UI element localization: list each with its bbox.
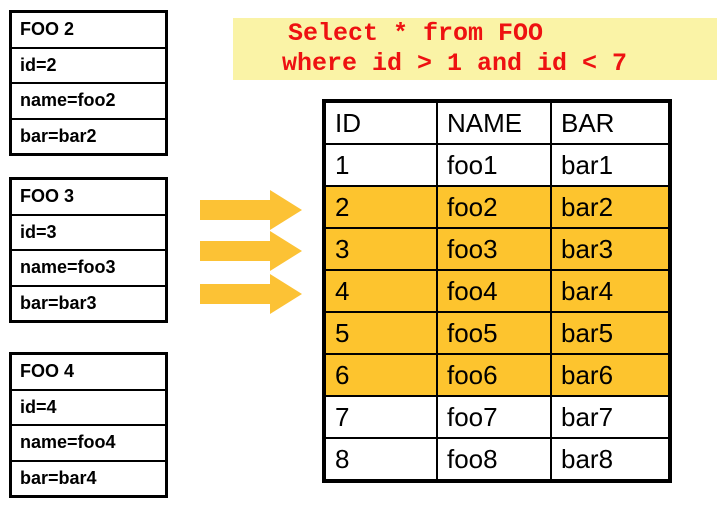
record-field-name: name=foo3 [12, 251, 165, 287]
cell-name: foo2 [436, 185, 552, 229]
cell-bar: bar5 [550, 311, 671, 355]
cell-id: 8 [323, 437, 438, 482]
cell-name: foo6 [436, 353, 552, 397]
cell-name: foo4 [436, 269, 552, 313]
cell-name: foo8 [436, 437, 552, 482]
record-box-foo3: FOO 3 id=3 name=foo3 bar=bar3 [9, 177, 168, 323]
cell-id: 3 [323, 227, 438, 271]
cell-bar: bar2 [550, 185, 671, 229]
cell-bar: bar1 [550, 143, 671, 187]
flow-arrow-3 [199, 274, 302, 314]
table-row: 3 foo3 bar3 [323, 227, 671, 271]
table-row: 1 foo1 bar1 [323, 143, 671, 187]
record-field-id: id=3 [12, 216, 165, 251]
cell-name: foo7 [436, 395, 552, 439]
record-box-foo4: FOO 4 id=4 name=foo4 bar=bar4 [9, 352, 168, 498]
cell-id: 2 [323, 185, 438, 229]
right-arrow-icon [200, 231, 302, 271]
record-field-id: id=4 [12, 391, 165, 426]
cell-id: 7 [323, 395, 438, 439]
cell-id: 6 [323, 353, 438, 397]
cell-bar: bar8 [550, 437, 671, 482]
table-row: 5 foo5 bar5 [323, 311, 671, 355]
cell-bar: bar7 [550, 395, 671, 439]
cell-name: foo1 [436, 143, 552, 187]
table-row: 6 foo6 bar6 [323, 353, 671, 397]
record-box-title: FOO 2 [12, 13, 165, 49]
right-arrow-icon [200, 274, 302, 314]
record-box-title: FOO 4 [12, 355, 165, 391]
record-field-bar: bar=bar3 [20, 292, 97, 313]
cell-name: foo5 [436, 311, 552, 355]
sql-query-line1: Select * from FOO [288, 19, 544, 48]
record-field-bar: bar=bar4 [20, 467, 97, 488]
column-header-bar: BAR [550, 100, 671, 145]
record-box-title: FOO 3 [12, 180, 165, 216]
record-box-foo2: FOO 2 id=2 name=foo2 bar=bar2 [9, 10, 168, 156]
record-field-name: name=foo2 [12, 84, 165, 120]
cell-name: foo3 [436, 227, 552, 271]
cell-id: 1 [323, 143, 438, 187]
cell-bar: bar3 [550, 227, 671, 271]
record-field-id: id=2 [12, 49, 165, 84]
cell-bar: bar6 [550, 353, 671, 397]
cell-id: 4 [323, 269, 438, 313]
column-header-name: NAME [436, 100, 552, 145]
sql-query-line2: where id > 1 and id < 7 [282, 49, 628, 78]
table-row: 7 foo7 bar7 [323, 395, 671, 439]
flow-arrow-2 [199, 231, 302, 271]
cell-id: 5 [323, 311, 438, 355]
table-row: 2 foo2 bar2 [323, 185, 671, 229]
cell-bar: bar4 [550, 269, 671, 313]
table-row: 8 foo8 bar8 [323, 437, 671, 482]
record-field-bar: bar=bar2 [20, 125, 97, 146]
right-arrow-icon [200, 190, 302, 230]
table-header-row: ID NAME BAR [323, 100, 671, 145]
flow-arrow-1 [199, 190, 302, 230]
result-table: ID NAME BAR 1 foo1 bar1 2 foo2 bar2 3 fo… [322, 99, 672, 483]
sql-query-callout: Select * from FOO where id > 1 and id < … [233, 18, 717, 80]
table-row: 4 foo4 bar4 [323, 269, 671, 313]
record-field-name: name=foo4 [12, 426, 165, 462]
column-header-id: ID [323, 100, 438, 145]
